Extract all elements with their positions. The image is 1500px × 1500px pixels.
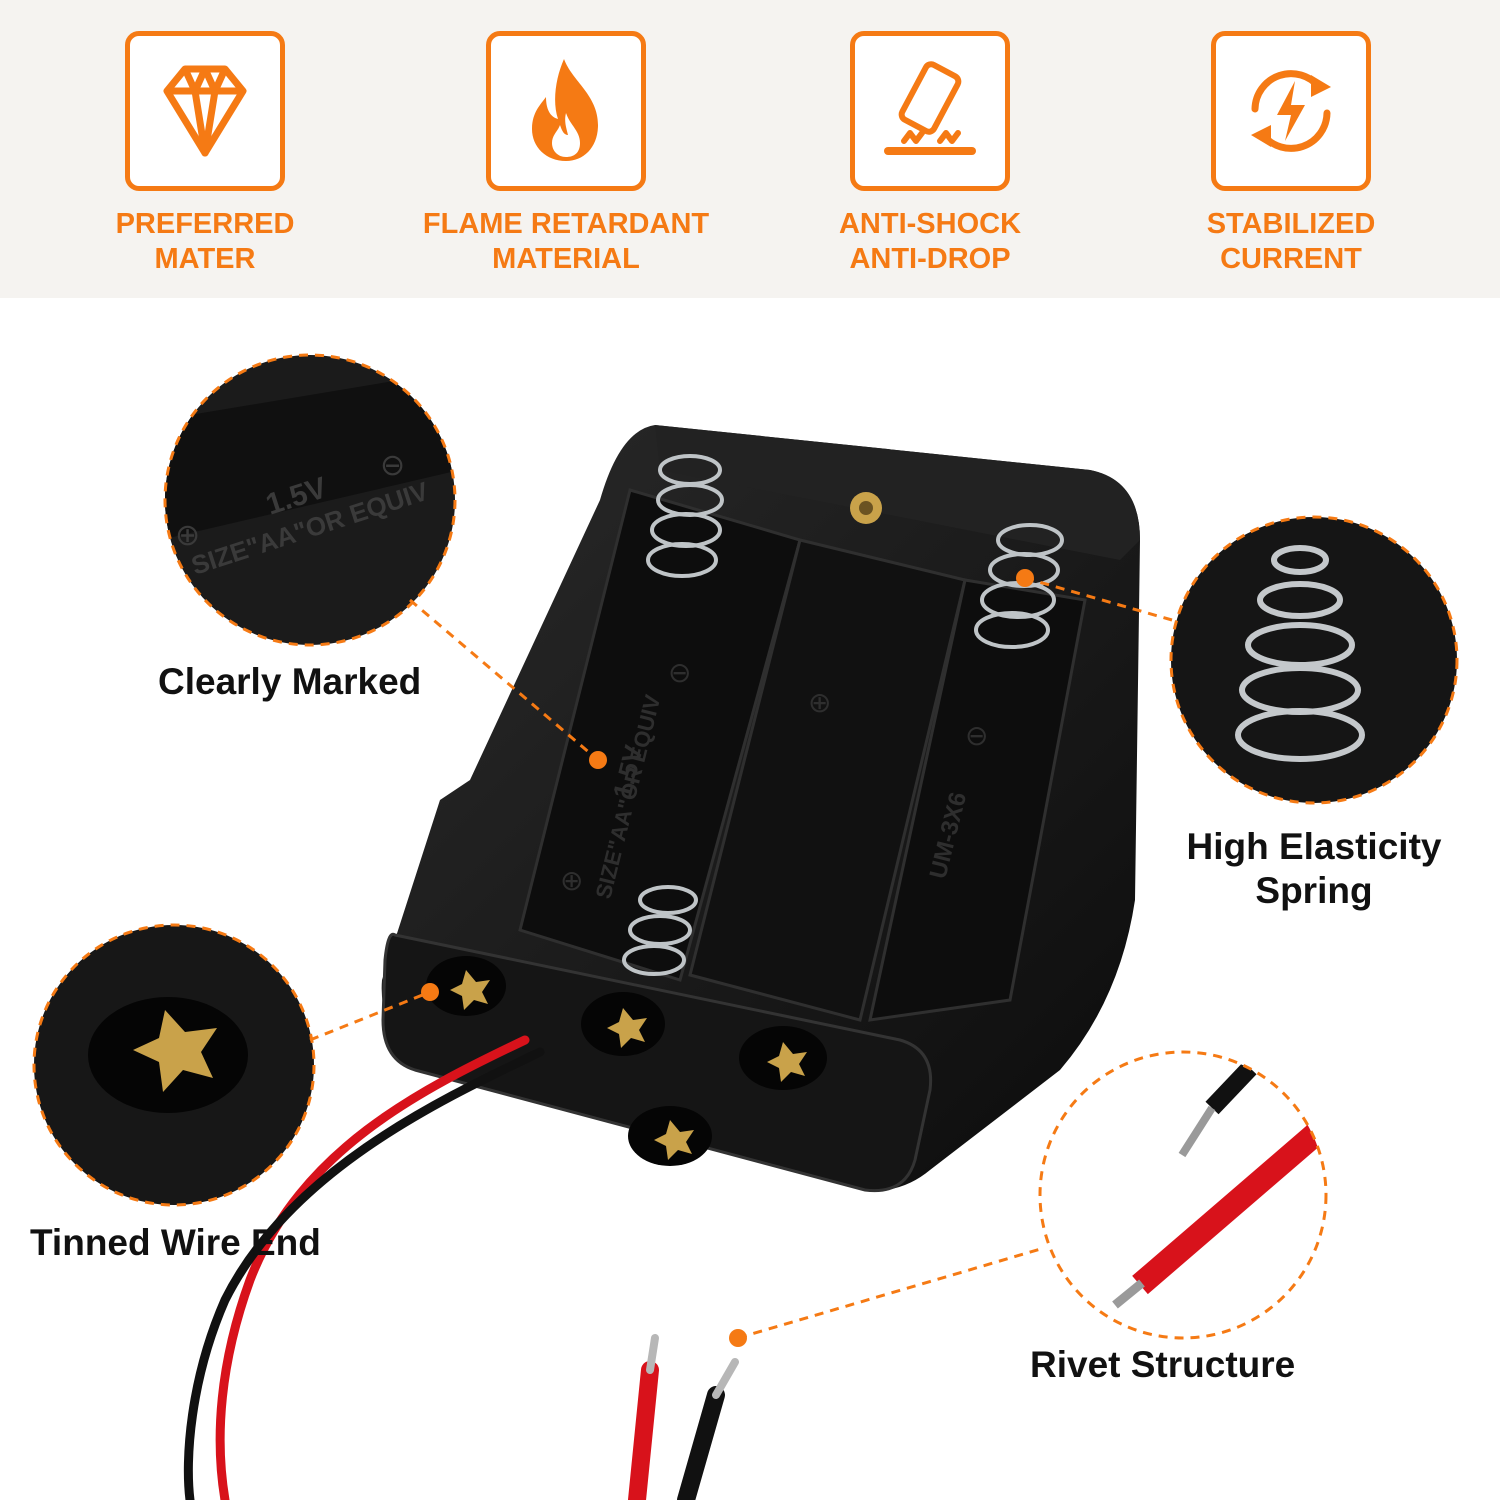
lead-wires bbox=[183, 1035, 739, 1500]
feature-label-line2: MATERIAL bbox=[492, 243, 640, 275]
battery-holder: 1.5V SIZE"AA"OR EQUIV UM-3X6 ⊕ ⊖ ⊖ ⊕ bbox=[381, 425, 1140, 1193]
callout-clearly-marked: Clearly Marked bbox=[158, 661, 422, 702]
detail-circle-contact bbox=[34, 925, 314, 1205]
detail-circle-wire bbox=[1040, 1052, 1326, 1338]
plus-marking: ⊕ bbox=[175, 519, 200, 552]
detail-circle-spring bbox=[1171, 517, 1457, 803]
flame-icon bbox=[532, 59, 598, 161]
callout-tinned-wire-end: Tinned Wire End bbox=[30, 1222, 321, 1263]
callout-ring bbox=[1038, 1050, 1328, 1340]
callout-ring bbox=[163, 353, 457, 647]
plus-marking: ⊕ bbox=[808, 687, 831, 718]
feature-label-line2: MATER bbox=[154, 243, 256, 275]
callout-line2: Spring bbox=[1255, 870, 1373, 911]
minus-marking: ⊖ bbox=[668, 657, 691, 688]
rivet-contacts bbox=[450, 970, 807, 1160]
feature-label-line1: ANTI-SHOCK bbox=[838, 208, 1022, 240]
minus-marking: ⊖ bbox=[965, 720, 988, 751]
detail-circle-markings: 1.5V SIZE"AA"OR EQUIV ⊕ ⊖ bbox=[165, 355, 455, 645]
feature-icon-frame bbox=[1211, 31, 1371, 191]
feature-anti-shock: ANTI-SHOCK ANTI-DROP bbox=[780, 31, 1080, 277]
feature-icon-frame bbox=[125, 31, 285, 191]
drop-shock-icon bbox=[884, 61, 976, 155]
current-cycle-icon bbox=[1251, 70, 1331, 152]
feature-preferred-material: PREFERRED MATER bbox=[55, 31, 355, 277]
leader-lines bbox=[309, 576, 1173, 1340]
callout-rivet-structure: Rivet Structure bbox=[1030, 1344, 1296, 1385]
callout-ring bbox=[32, 923, 316, 1207]
plus-marking: ⊕ bbox=[560, 865, 583, 896]
feature-label-line2: ANTI-DROP bbox=[849, 243, 1011, 275]
callout-high-elasticity-spring: High Elasticity Spring bbox=[1178, 825, 1450, 913]
minus-marking: ⊖ bbox=[380, 449, 405, 482]
feature-icon-frame bbox=[850, 31, 1010, 191]
feature-flame-retardant: FLAME RETARDANT MATERIAL bbox=[416, 31, 716, 277]
feature-label: FLAME RETARDANT MATERIAL bbox=[416, 207, 716, 277]
callout-ring bbox=[1169, 515, 1459, 805]
feature-icon-frame bbox=[486, 31, 646, 191]
feature-label: STABILIZED CURRENT bbox=[1141, 207, 1441, 277]
feature-label-line1: FLAME RETARDANT bbox=[422, 208, 710, 240]
feature-label-line1: PREFERRED bbox=[115, 208, 295, 240]
feature-label-line1: STABILIZED bbox=[1206, 208, 1376, 240]
spring bbox=[622, 454, 1064, 976]
diamond-icon bbox=[163, 65, 247, 157]
callout-dots bbox=[421, 569, 1034, 1347]
callout-line1: High Elasticity bbox=[1186, 826, 1442, 867]
feature-label: PREFERRED MATER bbox=[55, 207, 355, 277]
feature-stabilized-current: STABILIZED CURRENT bbox=[1141, 31, 1441, 277]
feature-label-line2: CURRENT bbox=[1220, 243, 1362, 275]
feature-label: ANTI-SHOCK ANTI-DROP bbox=[780, 207, 1080, 277]
